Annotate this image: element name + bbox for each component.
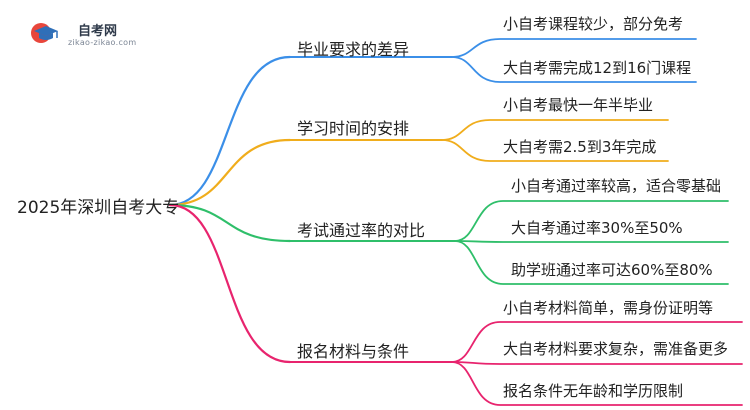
site-logo[interactable]: 自考网 zikao-zikao.com <box>30 10 150 50</box>
leaf-study-time-1: 小自考最快一年半毕业 <box>503 96 654 114</box>
root-topic: 2025年深圳自考大专 <box>17 198 180 218</box>
leaf-connector-3-2 <box>451 361 743 406</box>
root-connector-3 <box>168 203 292 364</box>
root-connector-0 <box>168 55 292 207</box>
leaf-connector-2-0 <box>454 200 729 242</box>
logo-title: 自考网 <box>78 24 118 39</box>
leaf-study-time-2: 大自考需2.5到3年完成 <box>503 138 657 156</box>
leaf-graduation-1: 小自考课程较少，部分免考 <box>503 15 684 33</box>
leaf-connector-2-1 <box>454 240 729 243</box>
leaf-application-3: 报名条件无年龄和学历限制 <box>503 382 684 400</box>
leaf-connector-0-0 <box>451 38 697 58</box>
branch-graduation-requirements: 毕业要求的差异 <box>297 40 410 59</box>
leaf-connector-3-0 <box>451 321 743 363</box>
leaf-graduation-2: 大自考需完成12到16门课程 <box>503 59 692 77</box>
branch-study-time: 学习时间的安排 <box>297 119 410 138</box>
leaf-connector-3-1 <box>451 361 743 365</box>
leaf-connector-1-1 <box>441 139 669 162</box>
leaf-connector-0-1 <box>451 56 697 83</box>
branch-application: 报名材料与条件 <box>297 342 410 361</box>
root-connector-1 <box>168 138 292 207</box>
leaf-connector-2-2 <box>454 240 729 285</box>
leaf-application-2: 大自考材料要求复杂，需准备更多 <box>503 340 729 358</box>
leaf-pass-rate-1: 小自考通过率较高，适合零基础 <box>511 177 722 195</box>
leaf-application-1: 小自考材料简单，需身份证明等 <box>503 299 714 317</box>
leaf-pass-rate-3: 助学班通过率可达60%至80% <box>511 261 713 279</box>
graduation-cap-icon <box>31 23 58 43</box>
leaf-pass-rate-2: 大自考通过率30%至50% <box>511 219 683 237</box>
logo-subtitle: zikao-zikao.com <box>68 38 137 47</box>
branch-pass-rate: 考试通过率的对比 <box>297 221 426 240</box>
leaf-connector-1-0 <box>441 119 669 141</box>
root-connector-2 <box>168 203 292 243</box>
